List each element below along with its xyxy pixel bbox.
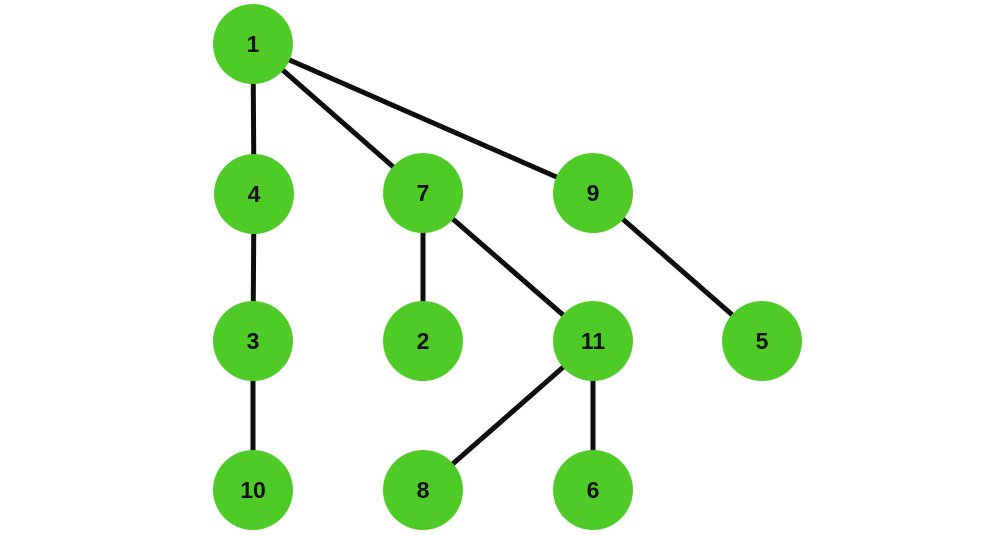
graph-node-1[interactable]: 1 bbox=[213, 4, 293, 84]
graph-edge-1-9 bbox=[251, 41, 595, 196]
graph-node-label: 8 bbox=[416, 476, 430, 503]
graph-node-8[interactable]: 8 bbox=[383, 450, 463, 530]
graph-node-label: 10 bbox=[240, 476, 266, 503]
graph-node-label: 2 bbox=[416, 327, 430, 354]
graph-node-label: 7 bbox=[416, 179, 430, 206]
graph-node-9[interactable]: 9 bbox=[553, 153, 633, 233]
graph-node-4[interactable]: 4 bbox=[214, 154, 294, 234]
graph-node-label: 1 bbox=[246, 30, 260, 57]
graph-node-label: 3 bbox=[246, 327, 260, 354]
graph-node-6[interactable]: 6 bbox=[553, 450, 633, 530]
graph-node-11[interactable]: 11 bbox=[553, 301, 633, 381]
graph-node-2[interactable]: 2 bbox=[383, 301, 463, 381]
graph-node-label: 9 bbox=[586, 179, 600, 206]
graph-node-label: 6 bbox=[586, 476, 600, 503]
graph-node-3[interactable]: 3 bbox=[213, 301, 293, 381]
graph-node-label: 11 bbox=[580, 327, 606, 354]
graph-node-label: 4 bbox=[247, 180, 261, 207]
graph-node-10[interactable]: 10 bbox=[213, 450, 293, 530]
graph-node-label: 5 bbox=[755, 327, 769, 354]
graph-node-5[interactable]: 5 bbox=[722, 301, 802, 381]
graph-node-7[interactable]: 7 bbox=[383, 153, 463, 233]
